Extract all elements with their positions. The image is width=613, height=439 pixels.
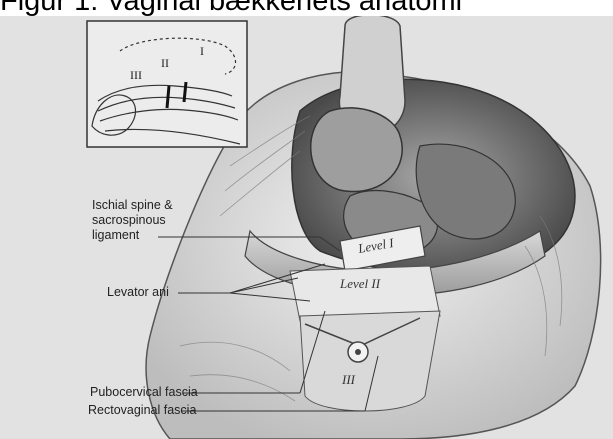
figure-caption: Figur 1: Vaginal bækkenets anatomi [0, 0, 613, 16]
anatomy-illustration: III II I Level I Level II III Ischial sp… [0, 16, 613, 439]
inset-level-one: I [200, 44, 204, 59]
level-two-label: Level II [340, 276, 380, 292]
inset-level-two: II [161, 56, 169, 71]
cervix-body [311, 108, 402, 192]
label-rectovaginal-fascia: Rectovaginal fascia [88, 403, 196, 418]
level-three-label: III [342, 372, 355, 388]
inset-sagittal-view [87, 21, 247, 147]
label-ischial-spine: Ischial spine & sacrospinous ligament [92, 198, 173, 243]
inset-level-three: III [130, 68, 142, 83]
label-levator-ani: Levator ani [107, 285, 169, 300]
level-three-plate [300, 311, 440, 411]
label-pubocervical-fascia: Pubocervical fascia [90, 385, 198, 400]
